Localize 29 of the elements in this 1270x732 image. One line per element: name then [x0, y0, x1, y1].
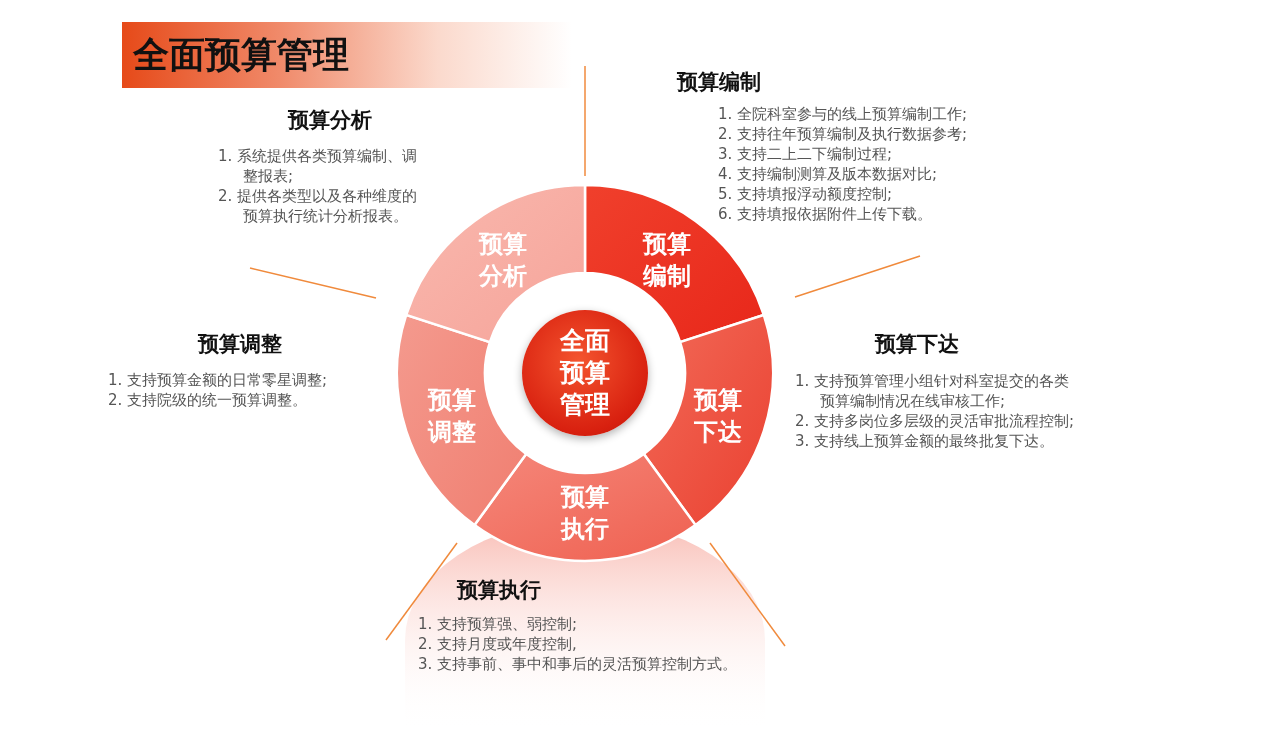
- segment-label: 预算编制: [642, 228, 693, 292]
- segment-label: 预算执行: [560, 482, 611, 545]
- list-item: 2. 支持多岗位多层级的灵活审批流程控制;: [795, 411, 1076, 431]
- section-heading: 预算编制: [677, 69, 761, 96]
- list-item: 2. 支持往年预算编制及执行数据参考;: [718, 124, 969, 144]
- section-heading: 预算调整: [198, 331, 282, 358]
- section-heading: 预算执行: [457, 577, 541, 604]
- center-circle: [522, 310, 648, 436]
- list-item: 1. 支持预算金额的日常零星调整;: [108, 370, 329, 390]
- section-heading: 预算下达: [875, 331, 959, 358]
- segment-label: 预算下达: [693, 385, 744, 449]
- list-item: 2. 提供各类型以及各种维度的预算执行统计分析报表。: [218, 186, 419, 226]
- list-item: 1. 支持预算管理小组针对科室提交的各类预算编制情况在线审核工作;: [795, 371, 1071, 411]
- list-item: 1. 系统提供各类预算编制、调整报表;: [218, 146, 419, 186]
- list-item: 5. 支持填报浮动额度控制;: [718, 184, 894, 204]
- list-item: 3. 支持事前、事中和事后的灵活预算控制方式。: [418, 654, 739, 674]
- list-item: 2. 支持院级的统一预算调整。: [108, 390, 309, 410]
- list-item: 1. 全院科室参与的线上预算编制工作;: [718, 104, 969, 124]
- list-item: 3. 支持二上二下编制过程;: [718, 144, 894, 164]
- segment-label: 预算调整: [426, 385, 478, 449]
- list-item: 6. 支持填报依据附件上传下载。: [718, 204, 934, 224]
- list-item: 1. 支持预算强、弱控制;: [418, 614, 579, 634]
- center-label: 全面预算管理: [559, 325, 612, 421]
- list-item: 2. 支持月度或年度控制,: [418, 634, 578, 654]
- title: 全面预算管理: [133, 33, 349, 77]
- section-heading: 预算分析: [288, 107, 372, 134]
- list-item: 3. 支持线上预算金额的最终批复下达。: [795, 431, 1056, 451]
- list-item: 4. 支持编制测算及版本数据对比;: [718, 164, 939, 184]
- segment-label: 预算分析: [477, 228, 528, 292]
